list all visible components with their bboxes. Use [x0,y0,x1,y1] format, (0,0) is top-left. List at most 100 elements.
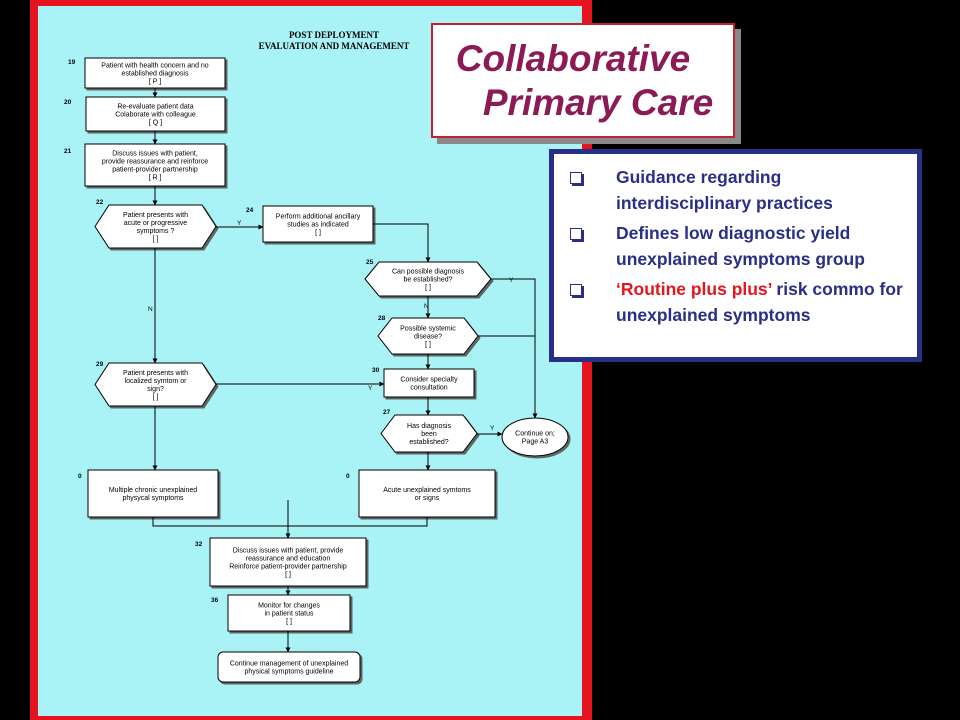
flow-node-number: 27 [383,409,391,416]
flow-box [87,469,219,518]
flow-node-number: 28 [378,315,386,322]
bullet-highlight: ‘Routine plus plus’ [616,279,772,299]
flow-node-text: [ ] [285,572,291,579]
flow-box [227,594,351,632]
flow-node-text: physycal symptoms [122,495,184,502]
flow-node-text: established diagnosis [122,71,189,78]
flow-node-n21: Discuss issues with patient,provide reas… [64,143,226,187]
flow-node-text: Reinforce patient-provider partnership [229,564,347,571]
flow-node-text: Continue management of unexplained [230,661,348,668]
flow-node-number: 21 [64,148,72,155]
flow-node-text: been [421,431,437,438]
bullet-text: Defines low diagnostic yield unexplained… [616,223,865,269]
flow-node-text: physical symptoms guideline [244,669,333,676]
checkbox-bullet-icon [570,172,582,184]
flow-edge-label: N [424,303,429,310]
flow-node-text: Discuss issues with patient, provide [233,548,344,555]
flow-node-text: consultation [410,385,447,392]
flow-node-text: acute or progressive [124,220,188,227]
slide-title-line-2: Primary Care [482,82,714,123]
flow-node-text: Discuss issues with patient, [112,151,198,158]
flow-node-number: 36 [211,597,219,604]
flow-box [358,469,496,518]
flow-node-text: [ Q ] [149,120,162,127]
flow-node-number: 25 [366,259,374,266]
flow-node-nEnd: Continue management of unexplainedphysic… [217,651,361,683]
flow-node-text: Colaborate with colleague [115,112,196,119]
bullet-list: Guidance regarding interdisciplinary pra… [549,149,922,362]
flow-edge-label: Y [237,220,242,227]
flow-node-text: [ ] [153,236,159,243]
flow-node-text: Patient with health concern and no [101,63,209,70]
flow-node-text: Acute unexplained symtoms [383,487,471,494]
bullet-text: Guidance regarding interdisciplinary pra… [616,167,833,213]
flow-node-text: [ ] [425,285,431,292]
slide-title-line-1: Collaborative [455,38,691,79]
flow-node-text: reassurance and education [246,556,331,563]
flow-node-text: Can possible diagnosis [392,269,464,276]
flow-node-number: 22 [96,199,104,206]
flow-node-text: Re-evaluate patient data [117,104,193,111]
flow-node-text: symptoms ? [137,228,175,235]
flow-node-text: [ P ] [149,79,161,86]
flow-node-text: studies as indicated [287,222,349,229]
flow-node-text: [ ] [315,230,321,237]
flow-node-text: [ ] [286,619,292,626]
flow-node-text: [ ] [153,394,159,401]
bullet-text: risk commo for unexplained symptoms [616,279,903,325]
flow-connectors [152,88,538,653]
flow-node-text: sign? [147,386,164,393]
flow-node-text: established? [409,439,448,446]
bullet-item: ‘Routine plus plus’ risk commo for unexp… [566,276,917,328]
flow-node-text: Monitor for changes [258,603,320,610]
flow-connector-line [373,223,431,263]
flow-node-text: in patient status [264,611,314,618]
flow-edge-label: Y [509,277,514,284]
flow-node-text: Perform additional ancillary [276,214,361,221]
flow-box [84,57,226,89]
flowchart-title-line: EVALUATION AND MANAGEMENT [259,41,410,51]
flow-node-number: 24 [246,207,254,214]
flow-box [262,205,374,243]
flow-box [209,537,367,587]
flow-node-text: Multiple chronic unexplained [109,487,197,494]
flow-node-text: Patient presents with [123,212,188,219]
flow-connector-line [491,278,538,419]
checkbox-bullet-icon [570,228,582,240]
slide-title: Collaborative Primary Care [431,23,735,138]
flow-edge-label: Y [490,425,495,432]
flowchart-title-line: POST DEPLOYMENT [289,30,379,40]
flow-node-nCont: Continue on;Page A3 [501,417,569,457]
bullet-item: Guidance regarding interdisciplinary pra… [566,164,917,216]
flow-node-text: provide reassurance and reinforce [102,159,208,166]
flow-node-text: disease? [414,334,442,341]
flow-node-text: Patient presents with [123,370,188,377]
flow-node-text: or signs [415,495,440,502]
flow-node-text: Page A3 [522,439,549,446]
flow-node-number: 0 [346,473,350,480]
flow-node-text: [ ] [425,342,431,349]
flow-node-n32: Discuss issues with patient, providereas… [195,537,367,587]
flow-node-number: 19 [68,59,76,66]
bullet-item: Defines low diagnostic yield unexplained… [566,220,917,272]
flow-edge-label: Y [368,385,373,392]
flow-connector-line [152,517,428,527]
flow-node-text: localized symtom or [125,378,188,385]
flow-node-text: Consider specialty [400,377,458,384]
flow-node-number: 20 [64,99,72,106]
flow-node-text: [ R ] [149,175,162,182]
flow-node-number: 0 [78,473,82,480]
flow-node-number: 32 [195,541,203,548]
flow-node-n19: Patient with health concern and noestabl… [68,57,226,89]
